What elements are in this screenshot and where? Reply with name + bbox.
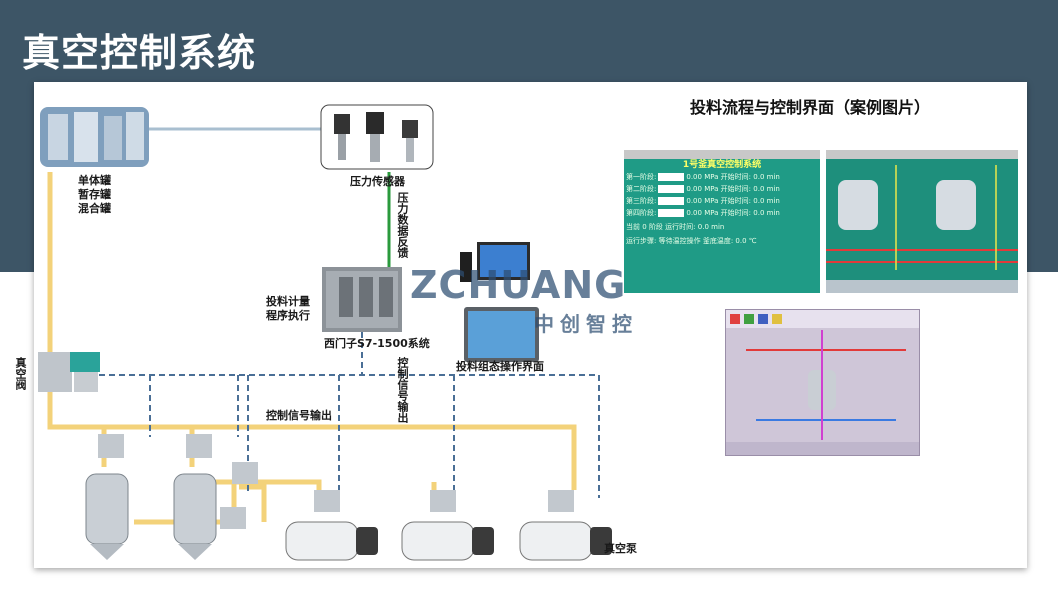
hmi-computer	[460, 242, 539, 362]
hmi-screen-process-graphic	[826, 150, 1018, 293]
signal-lines	[89, 332, 600, 498]
vacuum-valve-label: 真空阀	[14, 357, 27, 390]
tank-label-2: 暂存罐	[78, 188, 111, 201]
slide-title: 真空控制系统	[22, 31, 257, 75]
hmi-label: 投料组态操作界面	[456, 360, 544, 373]
watermark-brand: ZCHUANG	[410, 263, 627, 307]
reactors	[85, 473, 217, 560]
tank-label-3: 混合罐	[78, 202, 111, 215]
hmi-screen-title: 1号釜真空控制系统	[682, 160, 762, 170]
hmi-row-1: 第一阶段:0.00 MPa 开始时间: 0.0 min	[626, 173, 780, 181]
hmi-step-row: 运行步骤: 等待温控操作 釜底温度: 0.0 ℃	[626, 237, 757, 245]
hmi-row-2: 第二阶段:0.00 MPa 开始时间: 0.0 min	[626, 185, 780, 193]
tanks-photo	[40, 107, 149, 167]
hmi-screen-dosing	[725, 309, 920, 456]
hmi-top-bar	[624, 150, 820, 159]
tank-label-1: 单体罐	[78, 174, 111, 187]
pressure-feedback-label: 压力数据反馈	[396, 192, 409, 258]
pressure-sensor-label: 压力传感器	[350, 175, 405, 188]
hmi-current-row: 当前 0 阶段 运行时间: 0.0 min	[626, 223, 725, 231]
hmi-screen-vacuum-control: 1号釜真空控制系统 第一阶段:0.00 MPa 开始时间: 0.0 min 第二…	[624, 150, 820, 293]
hmi-row-4: 第四阶段:0.00 MPa 开始时间: 0.0 min	[626, 209, 780, 217]
control-out-vertical-label: 控制信号输出	[396, 357, 409, 423]
control-out-label: 控制信号输出	[266, 409, 332, 422]
vacuum-pipes	[47, 172, 577, 525]
valves	[38, 352, 574, 529]
dosing-graphic-svg	[726, 310, 919, 455]
plc-device	[322, 267, 402, 332]
case-title: 投料流程与控制界面（案例图片）	[690, 98, 931, 117]
plc-side-label-2: 程序执行	[266, 309, 310, 322]
plc-side-label-1: 投料计量	[266, 295, 310, 308]
vacuum-pumps	[285, 521, 612, 561]
watermark-brand-cn: 中创智控	[534, 312, 638, 336]
process-graphic-svg	[826, 150, 1018, 293]
pressure-sensors	[320, 104, 434, 170]
hmi-row-3: 第三阶段:0.00 MPa 开始时间: 0.0 min	[626, 197, 780, 205]
plc-label: 西门子S7-1500系统	[324, 337, 430, 350]
system-diagram	[38, 104, 612, 561]
vacuum-pump-label: 真空泵	[604, 542, 637, 555]
